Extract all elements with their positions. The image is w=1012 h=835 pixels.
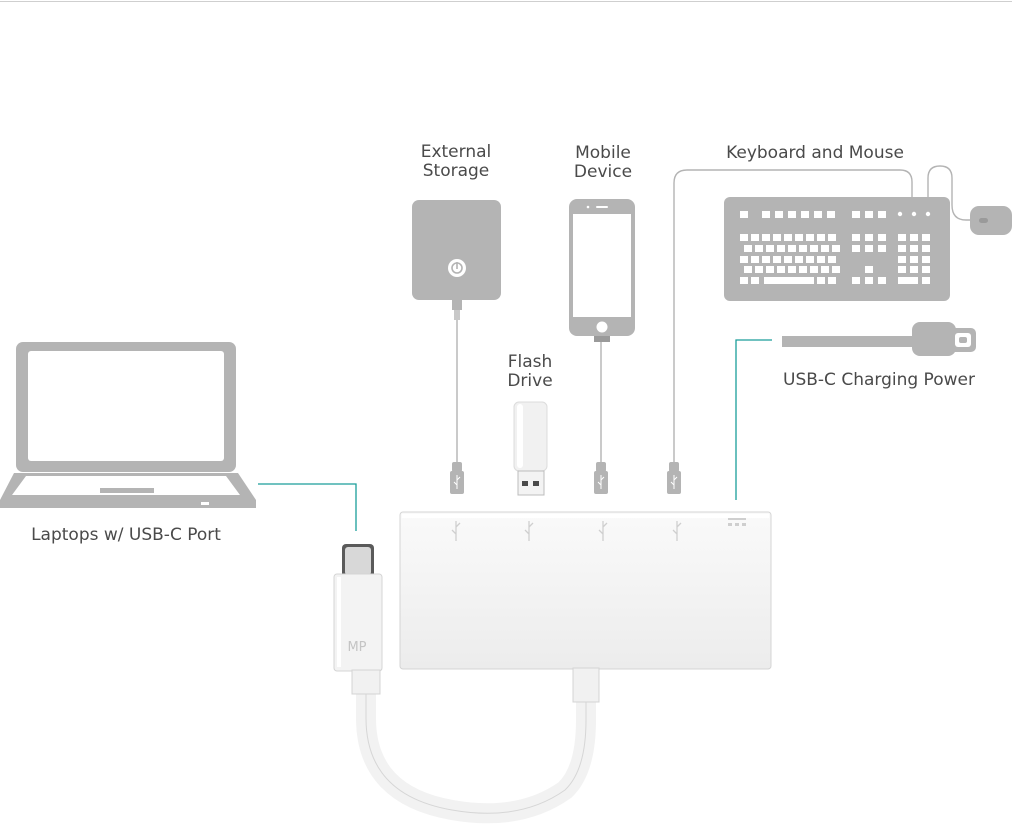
power-port-icon	[728, 518, 746, 526]
label-keyboard-mouse: Keyboard and Mouse	[726, 143, 904, 163]
hub-usb-port-icons	[451, 521, 682, 541]
mouse-icon	[970, 206, 1012, 235]
mobile-device-icon	[569, 199, 635, 342]
label-mobile-device-line-2: Device	[573, 162, 633, 182]
label-mobile-device-line-1: Mobile	[575, 143, 631, 163]
adapter-logo: MP	[347, 640, 366, 655]
power-leader-line	[735, 339, 772, 500]
label-external-storage-line-2: Storage	[422, 161, 490, 181]
keyboard-icon	[724, 197, 950, 301]
usb-c-power-cable-icon	[782, 322, 976, 356]
usb-port-1-icon	[451, 521, 461, 541]
label-laptop: Laptops w/ USB-C Port	[31, 525, 221, 545]
usb-hub-body	[399, 511, 772, 703]
mobile-usb-plug	[594, 462, 608, 494]
adapter-cable-edge	[365, 680, 587, 814]
adapter-cable	[356, 670, 596, 824]
keyboard-cable	[673, 169, 913, 464]
label-usb-c-power: USB-C Charging Power	[783, 370, 975, 390]
storage-usb-plug	[450, 462, 464, 494]
mouse-cable	[927, 165, 970, 221]
laptop-icon	[0, 342, 256, 508]
label-external-storage-line-1: External	[420, 142, 492, 162]
label-mobile-device: Mobile Device	[563, 144, 643, 182]
usb-c-connector: MP	[333, 544, 383, 695]
external-storage-icon	[412, 200, 501, 320]
usb-port-2-icon	[524, 521, 534, 541]
label-external-storage: External Storage	[411, 143, 501, 181]
usb-port-4-icon	[672, 521, 682, 541]
label-flash-drive-line-2: Drive	[507, 371, 553, 391]
laptop-leader-line	[258, 483, 357, 531]
flash-drive-icon	[513, 401, 548, 496]
label-flash-drive: Flash Drive	[495, 353, 565, 391]
label-flash-drive-line-1: Flash	[507, 352, 553, 372]
usb-port-3-icon	[598, 521, 608, 541]
keyboard-usb-plug	[667, 462, 681, 494]
